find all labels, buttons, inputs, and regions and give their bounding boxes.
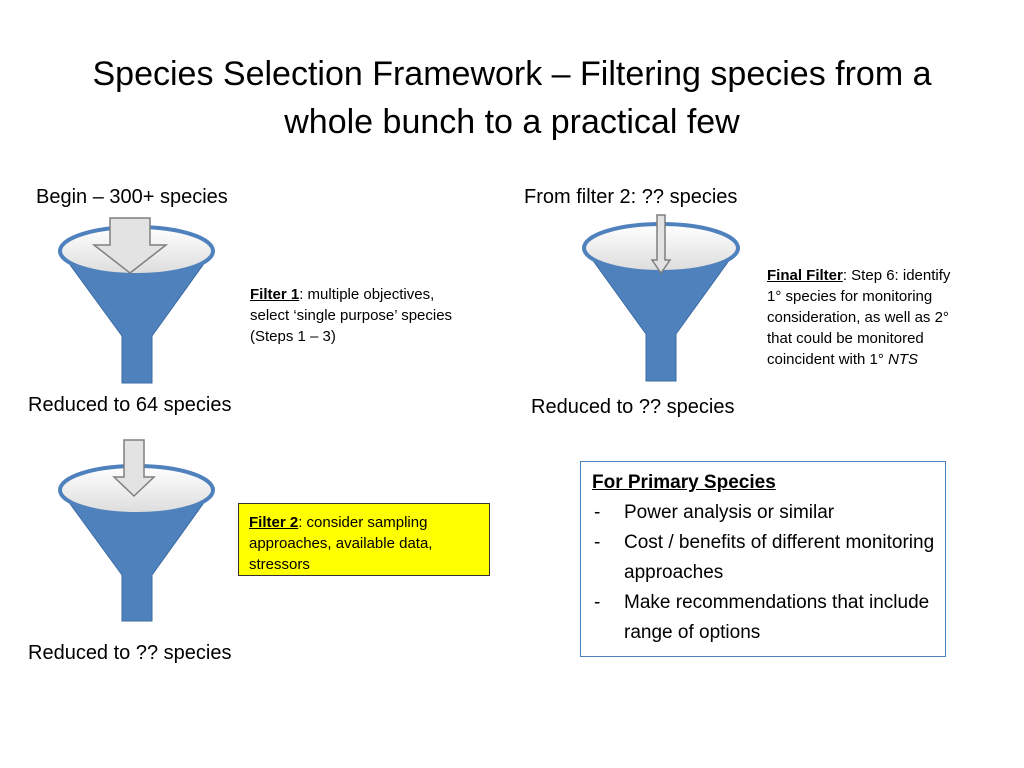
primary-species-box: For Primary Species Power analysis or si… bbox=[580, 461, 946, 657]
from-filter-2-label: From filter 2: ?? species bbox=[524, 186, 738, 208]
final-filter-line-4: that could be monitored bbox=[767, 330, 924, 347]
nts-text: NTS bbox=[888, 351, 919, 368]
final-filter-text: : Step 6: identify bbox=[842, 267, 951, 284]
list-item: Cost / benefits of different monitoring … bbox=[592, 528, 935, 588]
filter-1-line-3: (Steps 1 – 3) bbox=[250, 328, 336, 345]
title-line-2: whole bunch to a practical few bbox=[284, 103, 740, 141]
list-item: Power analysis or similar bbox=[592, 498, 935, 528]
filter-2-line-3: stressors bbox=[249, 556, 310, 573]
page-title: Species Selection Framework – Filtering … bbox=[40, 50, 984, 146]
begin-label: Begin – 300+ species bbox=[36, 186, 228, 208]
funnel-3-arrow-icon bbox=[650, 214, 672, 275]
filter-1-name: Filter 1 bbox=[250, 286, 300, 303]
filter-2-line-2: approaches, available data, bbox=[249, 535, 433, 552]
primary-species-heading: For Primary Species bbox=[592, 472, 776, 493]
reduced-unknown-label: Reduced to ?? species bbox=[28, 642, 232, 664]
filter-2-box: Filter 2: consider sampling approaches, … bbox=[238, 503, 490, 576]
funnel-2-arrow-icon bbox=[112, 439, 156, 498]
final-filter-line-3: consideration, as well as 2° bbox=[767, 309, 949, 326]
filter-1-note: Filter 1: multiple objectives, select ‘s… bbox=[250, 284, 452, 347]
final-filter-line-2: 1° species for monitoring bbox=[767, 288, 933, 305]
final-filter-name: Final Filter bbox=[767, 267, 843, 284]
final-filter-line-5: coincident with 1° bbox=[767, 351, 889, 368]
title-line-1: Species Selection Framework – Filtering … bbox=[92, 55, 932, 93]
list-item: Make recommendations that include range … bbox=[592, 588, 935, 648]
primary-species-list: Power analysis or similar Cost / benefit… bbox=[592, 498, 935, 648]
filter-1-line-2: select ‘single purpose’ species bbox=[250, 307, 453, 324]
filter-1-text: : multiple objectives, bbox=[299, 286, 435, 303]
reduced-64-label: Reduced to 64 species bbox=[28, 394, 232, 416]
filter-2-name: Filter 2 bbox=[249, 514, 299, 531]
funnel-1-arrow-icon bbox=[91, 217, 169, 274]
reduced-final-label: Reduced to ?? species bbox=[531, 396, 735, 418]
final-filter-note: Final Filter: Step 6: identify 1° specie… bbox=[767, 265, 950, 370]
filter-2-text: : consider sampling bbox=[298, 514, 428, 531]
